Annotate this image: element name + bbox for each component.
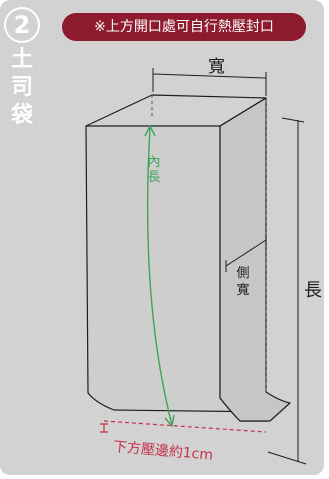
product-title-char: 司	[10, 75, 33, 100]
diagram-panel: 2 土 司 袋 ※上方開口處可自行熱壓封口	[0, 0, 324, 475]
side-width-dimension-line	[225, 239, 267, 267]
product-title-char: 土	[10, 47, 33, 72]
side-width-char: 側	[236, 266, 250, 281]
heat-seal-note-banner: ※上方開口處可自行熱壓封口	[62, 13, 306, 41]
inner-length-char: 內	[147, 155, 161, 170]
width-label: 寬	[208, 57, 225, 77]
step-number-badge: 2	[4, 7, 40, 43]
inner-length-label: 內 長	[146, 155, 162, 185]
bag-top-edge	[85, 94, 267, 127]
side-width-label: 側 寬	[235, 265, 251, 299]
product-title: 土 司 袋	[8, 46, 36, 130]
length-label: 長	[304, 280, 322, 301]
inner-length-char: 長	[147, 170, 161, 185]
width-dimension-line	[152, 73, 267, 79]
inner-length-arrow	[146, 127, 173, 426]
side-width-char: 寬	[236, 283, 250, 298]
bag-side-face	[219, 97, 291, 422]
product-title-char: 袋	[10, 103, 33, 128]
bottom-seal-dashed-line	[103, 420, 267, 433]
bag-illustration	[85, 68, 307, 465]
